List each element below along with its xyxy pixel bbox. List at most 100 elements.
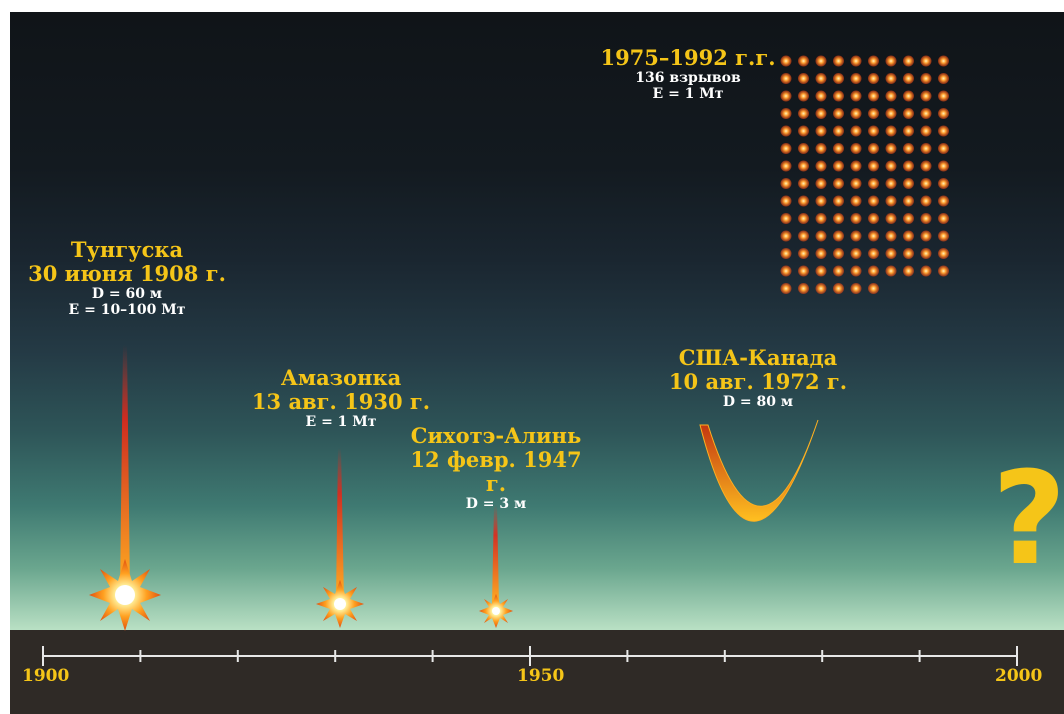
explosion-dot xyxy=(938,213,949,224)
explosion-dot xyxy=(815,90,827,102)
explosion-dot xyxy=(868,55,879,67)
explosion-dot xyxy=(780,90,792,102)
sikhote-date: 12 февр. 1947 г. xyxy=(410,447,582,497)
explosion-dot xyxy=(850,73,862,84)
grid-energy: E = 1 Мт xyxy=(652,86,724,103)
explosion-dot xyxy=(780,195,792,207)
explosion-dot xyxy=(920,55,932,67)
explosion-dot xyxy=(798,160,809,172)
explosion-dot xyxy=(833,108,844,119)
explosion-dot xyxy=(798,195,809,207)
explosion-dot xyxy=(903,265,914,277)
explosion-dot xyxy=(850,230,862,242)
explosion-dot xyxy=(903,160,914,172)
amazon-trail xyxy=(336,448,344,600)
explosion-dot xyxy=(798,125,809,137)
explosion-dot xyxy=(938,125,949,137)
explosion-dot xyxy=(798,73,809,84)
explosion-dot xyxy=(868,248,879,259)
explosion-dot xyxy=(903,73,914,84)
explosion-dot xyxy=(850,283,862,294)
explosion-dot xyxy=(815,230,827,242)
explosion-dot xyxy=(903,230,914,242)
explosion-dot xyxy=(868,90,879,102)
explosion-dot xyxy=(815,125,827,137)
explosion-dot xyxy=(850,90,862,102)
explosion-dot xyxy=(815,178,827,189)
explosion-dot xyxy=(815,143,827,154)
explosion-dot xyxy=(780,248,792,259)
explosion-dot xyxy=(850,213,862,224)
explosion-dot xyxy=(780,160,792,172)
explosion-dot xyxy=(798,108,809,119)
amazon-label: Амазонка 13 авг. 1930 г. E = 1 Мт xyxy=(248,365,434,431)
explosion-dot xyxy=(938,55,949,67)
explosion-dot xyxy=(833,143,844,154)
grid-count: 136 взрывов xyxy=(635,70,741,87)
explosion-dot xyxy=(868,230,879,242)
amazon-burst xyxy=(316,580,364,628)
explosion-dot xyxy=(938,90,949,102)
explosion-dot xyxy=(850,195,862,207)
explosion-dot xyxy=(903,178,914,189)
explosion-dot xyxy=(850,143,862,154)
explosion-dot xyxy=(833,265,844,277)
explosion-dot xyxy=(780,265,792,277)
explosion-dot xyxy=(850,248,862,259)
explosion-dot xyxy=(938,73,949,84)
explosion-dot xyxy=(780,55,792,67)
explosion-dot xyxy=(920,73,932,84)
explosion-dot xyxy=(850,265,862,277)
explosion-dot xyxy=(798,90,809,102)
axis-label-2000: 2000 xyxy=(995,666,1043,686)
explosion-dot xyxy=(780,213,792,224)
explosion-dot xyxy=(780,283,792,294)
grid-years: 1975–1992 г.г. xyxy=(600,45,776,70)
explosion-dot xyxy=(885,55,897,67)
explosion-dot xyxy=(885,195,897,207)
explosion-dot xyxy=(833,125,844,137)
explosion-dot xyxy=(920,108,932,119)
explosion-dot xyxy=(780,178,792,189)
explosion-dot xyxy=(885,248,897,259)
sikhote-diameter: D = 3 м xyxy=(465,496,527,513)
explosion-dot xyxy=(833,230,844,242)
explosion-dot xyxy=(903,213,914,224)
explosion-dot xyxy=(885,108,897,119)
usa-canada-arc xyxy=(699,419,819,522)
explosion-dot xyxy=(780,143,792,154)
explosion-dot xyxy=(868,265,879,277)
usa-canada-date: 10 авг. 1972 г. xyxy=(668,369,848,395)
explosion-dot xyxy=(885,90,897,102)
explosion-dot xyxy=(903,248,914,259)
explosion-dot xyxy=(780,108,792,119)
sikhote-name: Сихотэ-Алинь xyxy=(410,423,582,448)
explosion-dot xyxy=(938,160,949,172)
explosion-dot xyxy=(833,73,844,84)
explosion-dot xyxy=(833,55,844,67)
explosion-dot xyxy=(815,108,827,119)
amazon-date: 13 авг. 1930 г. xyxy=(251,389,431,415)
explosion-dot xyxy=(885,230,897,242)
explosion-dot xyxy=(868,143,879,154)
explosion-dot xyxy=(903,90,914,102)
explosion-dot xyxy=(850,55,862,67)
usa-canada-name: США-Канада xyxy=(678,345,838,370)
explosion-dot xyxy=(920,213,932,224)
explosion-dot xyxy=(780,230,792,242)
explosion-dot xyxy=(938,108,949,119)
explosion-dot xyxy=(815,195,827,207)
explosion-dot xyxy=(885,73,897,84)
explosion-dot xyxy=(885,265,897,277)
explosion-dot xyxy=(920,195,932,207)
explosion-dot xyxy=(868,195,879,207)
explosion-dot xyxy=(815,55,827,67)
explosion-dot-grid xyxy=(780,55,949,294)
amazon-energy: E = 1 Мт xyxy=(305,414,377,431)
explosion-dot xyxy=(903,125,914,137)
explosion-dot xyxy=(798,213,809,224)
explosion-dot xyxy=(798,248,809,259)
explosion-dot xyxy=(833,283,844,294)
